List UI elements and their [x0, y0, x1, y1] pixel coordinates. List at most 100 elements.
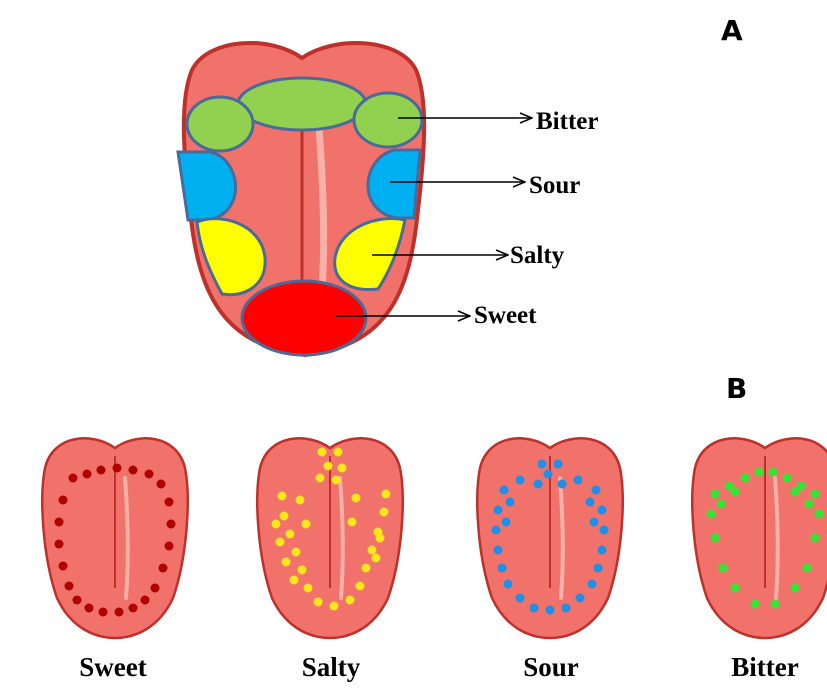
taste-bud-dot [590, 518, 599, 527]
taste-bud-dot [316, 474, 325, 483]
taste-bud-dot [278, 492, 287, 501]
taste-bud-dot [290, 576, 299, 585]
taste-bud-dot [717, 500, 726, 509]
taste-bud-dot [129, 604, 138, 613]
taste-bud-dot [376, 534, 385, 543]
taste-bud-dot [368, 546, 377, 555]
taste-bud-dot [538, 460, 547, 469]
taste-bud-dot [55, 518, 64, 527]
taste-bud-dot [346, 596, 355, 605]
bitter-zone-left [187, 97, 253, 151]
taste-bud-dot [811, 534, 820, 543]
taste-bud-dot [600, 526, 609, 535]
taste-bud-dot [707, 510, 716, 519]
bitter-zone-right [354, 93, 422, 147]
taste-bud-dot [157, 480, 166, 489]
taste-bud-dot [334, 448, 343, 457]
taste-bud-dot [544, 470, 553, 479]
taste-bud-dot [546, 606, 555, 615]
caption-bitter: Bitter [690, 652, 827, 683]
taste-bud-dot [586, 498, 595, 507]
taste-bud-dot [280, 512, 289, 521]
taste-bud-dot [141, 596, 150, 605]
taste-bud-dot [500, 486, 509, 495]
taste-bud-dot [292, 548, 301, 557]
taste-bud-dot [55, 540, 64, 549]
taste-bud-dot [516, 476, 525, 485]
caption-sweet: Sweet [38, 652, 188, 683]
taste-bud-dot [504, 580, 513, 589]
taste-bud-dot [554, 460, 563, 469]
taste-bud-dot [276, 538, 285, 547]
caption-sour: Sour [476, 652, 626, 683]
taste-bud-dot [594, 564, 603, 573]
taste-bud-dot [129, 466, 138, 475]
taste-bud-dot [99, 608, 108, 617]
taste-bud-dot [803, 564, 812, 573]
taste-bud-dot [83, 470, 92, 479]
taste-bud-dot [65, 582, 74, 591]
taste-bud-dot [815, 510, 824, 519]
taste-bud-dot [115, 608, 124, 617]
taste-bud-dot [97, 466, 106, 475]
taste-bud-dot [598, 506, 607, 515]
taste-bud-dot [372, 554, 381, 563]
zone-label-bitter: Bitter [536, 108, 598, 136]
taste-bud-dot [59, 496, 68, 505]
taste-bud-dot [380, 508, 389, 517]
taste-bud-dot [282, 558, 291, 567]
taste-bud-dot [494, 506, 503, 515]
taste-bud-dot [574, 476, 583, 485]
taste-bud-dot [304, 584, 313, 593]
taste-bud-dot [159, 564, 168, 573]
taste-bud-dot [719, 564, 728, 573]
taste-bud-dot [151, 584, 160, 593]
taste-bud-dot [598, 546, 607, 555]
taste-bud-dot [272, 520, 281, 529]
taste-bud-dot [805, 500, 814, 509]
taste-bud-dot [592, 486, 601, 495]
taste-bud-dot [498, 564, 507, 573]
taste-bud-dot [69, 474, 78, 483]
sour-zone-right [368, 150, 420, 218]
bitter-zone-center [238, 78, 366, 130]
taste-bud-dot [73, 596, 82, 605]
tongue-sweet [42, 438, 187, 638]
taste-bud-dot [731, 584, 740, 593]
taste-bud-dot [314, 598, 323, 607]
taste-bud-dot [576, 594, 585, 603]
taste-bud-dot [165, 498, 174, 507]
taste-bud-dot [165, 542, 174, 551]
taste-bud-dot [332, 476, 341, 485]
taste-bud-dot [711, 490, 720, 499]
taste-bud-dot [356, 582, 365, 591]
taste-bud-dot [145, 470, 154, 479]
taste-bud-dot [298, 566, 307, 575]
sour-zone-left [178, 152, 236, 220]
taste-bud-dot [286, 530, 295, 539]
tongue-sour [477, 438, 622, 638]
taste-bud-dot [731, 488, 740, 497]
tongue-salty [257, 438, 402, 638]
taste-bud-dot [562, 604, 571, 613]
taste-bud-dot [302, 520, 311, 529]
zone-label-salty: Salty [510, 242, 564, 270]
taste-bud-dot [113, 464, 122, 473]
taste-bud-dot [296, 496, 305, 505]
taste-bud-dot [769, 468, 778, 477]
taste-bud-dot [494, 546, 503, 555]
taste-bud-dot [811, 490, 820, 499]
taste-bud-dot [588, 580, 597, 589]
taste-bud-dot [741, 474, 750, 483]
taste-bud-dot [59, 562, 68, 571]
zone-label-sweet: Sweet [474, 302, 536, 330]
taste-bud-dot [324, 462, 333, 471]
taste-bud-dot [755, 468, 764, 477]
taste-bud-dot [318, 448, 327, 457]
taste-bud-dot [791, 488, 800, 497]
taste-bud-dot [362, 564, 371, 573]
taste-bud-dot [338, 464, 347, 473]
zone-label-sour: Sour [529, 172, 580, 200]
taste-bud-dot [791, 584, 800, 593]
